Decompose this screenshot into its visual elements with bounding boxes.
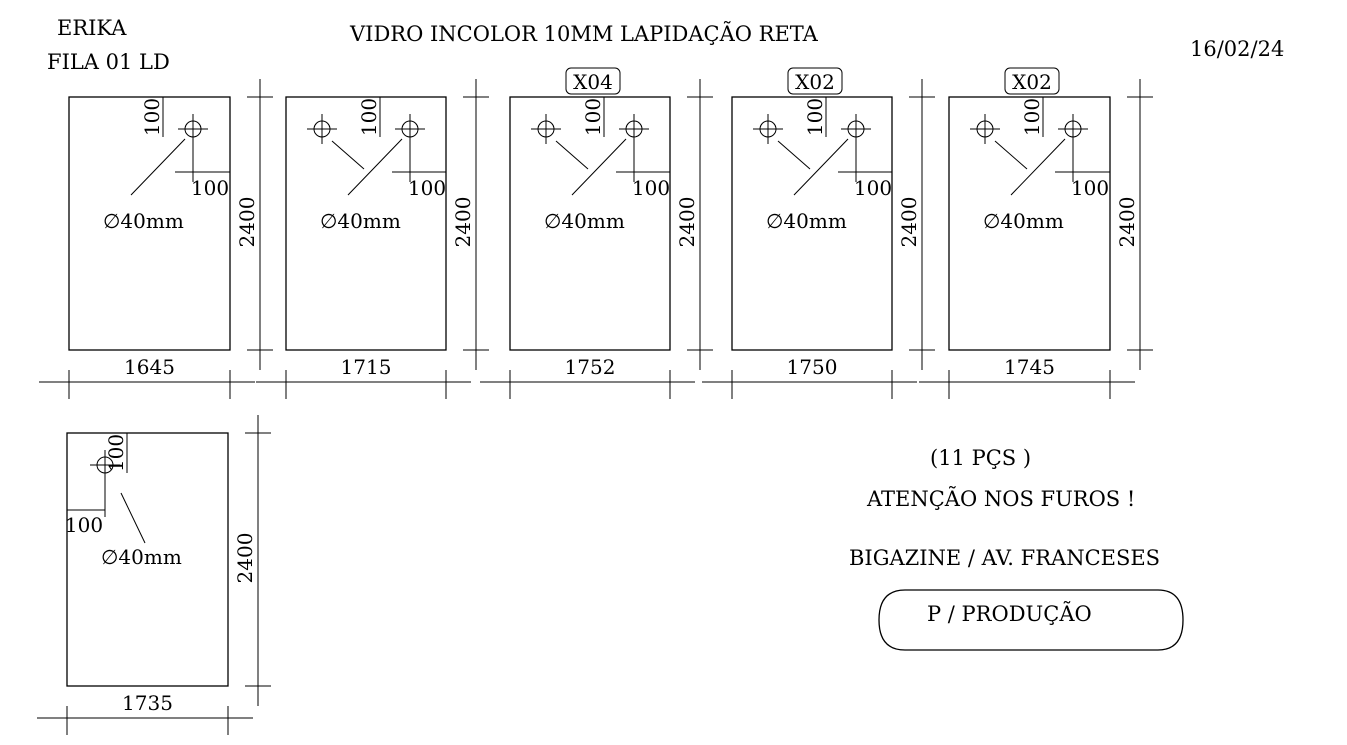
hole-diameter-label: ∅40mm: [983, 209, 1064, 233]
panel-width-label: 1735: [122, 691, 173, 715]
production-stamp-frame: [878, 589, 1184, 651]
drawing-title: VIDRO INCOLOR 10MM LAPIDAÇÃO RETA: [349, 22, 819, 46]
quantity-tag: X04: [573, 70, 613, 94]
glass-panel: 1735 2400 100 100 ∅40mm: [37, 415, 271, 735]
vertical-offset-label: 100: [357, 98, 381, 136]
panel-outline: [509, 96, 671, 351]
vertical-offset-label: 100: [581, 98, 605, 136]
panel-width-label: 1745: [1004, 355, 1055, 379]
glass-panels: 16452400100100∅40mm17152400100100∅40mm17…: [37, 67, 1153, 735]
quantity-tag-frame: [1004, 67, 1060, 95]
client-name: ERIKA: [57, 16, 127, 40]
hole-leader-line: [555, 140, 589, 170]
horizontal-offset-label: 100: [65, 513, 103, 537]
hole-leader-line: [571, 138, 627, 196]
panel-outline: [68, 96, 231, 351]
hole-leader-line: [994, 140, 1028, 170]
panel-height-label: 2400: [1115, 197, 1139, 248]
hole-leader-line: [331, 140, 365, 170]
panel-width-label: 1750: [787, 355, 838, 379]
quantity-tag-frame: [787, 67, 843, 95]
production-stamp: P / PRODUÇÃO: [927, 602, 1092, 626]
hole-diameter-label: ∅40mm: [544, 209, 625, 233]
glass-panel: 1752 2400 X04 100 100 ∅40mm: [480, 67, 713, 399]
holes-warning: ATENÇÃO NOS FUROS !: [866, 487, 1135, 511]
glass-panel: 1745 2400 X02 100 100 ∅40mm: [919, 67, 1153, 399]
drawing-date: 16/02/24: [1190, 37, 1284, 61]
vertical-offset-label: 100: [140, 98, 164, 136]
panel-height-label: 2400: [897, 197, 921, 248]
hole-leader-line: [120, 492, 146, 544]
horizontal-offset-label: 100: [632, 176, 670, 200]
vertical-offset-label: 100: [104, 434, 128, 472]
vertical-offset-label: 100: [1020, 98, 1044, 136]
hole-leader-line: [347, 138, 403, 196]
panel-width-label: 1752: [565, 355, 616, 379]
panel-width-label: 1715: [341, 355, 392, 379]
hole-diameter-label: ∅40mm: [103, 209, 184, 233]
quantity-tag: X02: [795, 70, 835, 94]
hole-leader-line: [777, 140, 811, 170]
quantity-tag-frame: [565, 67, 621, 95]
panel-height-label: 2400: [235, 197, 259, 248]
piece-count: (11 PÇS ): [930, 446, 1031, 470]
panel-height-label: 2400: [675, 197, 699, 248]
quantity-tag: X02: [1012, 70, 1052, 94]
hole-diameter-label: ∅40mm: [101, 545, 182, 569]
delivery-address: BIGAZINE / AV. FRANCESES: [849, 546, 1160, 570]
horizontal-offset-label: 100: [854, 176, 892, 200]
horizontal-offset-label: 100: [1071, 176, 1109, 200]
panel-height-label: 2400: [233, 533, 257, 584]
hole-diameter-label: ∅40mm: [320, 209, 401, 233]
horizontal-offset-label: 100: [191, 176, 229, 200]
panel-width-label: 1645: [124, 355, 175, 379]
vertical-offset-label: 100: [803, 98, 827, 136]
panel-outline: [66, 432, 229, 687]
hole-diameter-label: ∅40mm: [766, 209, 847, 233]
panel-outline: [731, 96, 893, 351]
panel-height-label: 2400: [451, 197, 475, 248]
hole-leader-line: [130, 138, 186, 196]
panel-outline: [948, 96, 1111, 351]
glass-panel: 1750 2400 X02 100 100 ∅40mm: [702, 67, 935, 399]
hole-leader-line: [1010, 138, 1066, 196]
panel-outline: [285, 96, 447, 351]
hole-leader-line: [793, 138, 849, 196]
row-label: FILA 01 LD: [47, 50, 170, 74]
horizontal-offset-label: 100: [408, 176, 446, 200]
